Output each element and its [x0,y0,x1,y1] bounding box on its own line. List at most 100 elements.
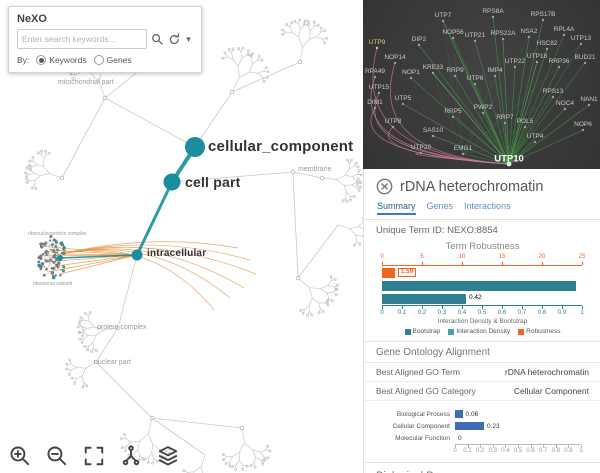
fit-to-screen-button[interactable] [82,445,106,469]
tree-node-label[interactable]: intracellular [147,248,207,259]
network-node-label[interactable]: UTP21 [464,31,486,39]
axis-tick-label: 0.4 [501,448,510,454]
tab-genes[interactable]: Genes [426,201,454,211]
reset-icon[interactable] [167,32,181,46]
close-icon[interactable] [376,178,393,195]
axis-tick-mark [480,445,482,448]
axis-tick-label: 0.2 [417,310,427,316]
ontology-node[interactable] [185,137,205,157]
axis-tick-label: 0.7 [517,310,527,316]
network-node-label[interactable]: UTP9 [368,38,386,46]
axis-tick-mark [467,445,469,448]
alignment-category-label: Molecular Function [395,434,450,442]
network-node-label[interactable]: RPL4A [553,25,575,33]
tree-node-label[interactable]: cellular_component [208,138,354,155]
axis-tick-mark [382,262,383,265]
axis-tick-label: 0.2 [476,448,485,454]
network-node-label[interactable]: NOP1 [402,68,420,76]
network-node-label[interactable]: HSC82 [536,39,558,47]
tab-interactions[interactable]: Interactions [464,201,511,211]
alignment-value-label: 0.23 [486,422,500,430]
chevron-down-icon[interactable]: ▾ [186,33,191,44]
axis-tick-mark [502,262,503,265]
network-node-label[interactable]: RPS17B [530,10,556,18]
network-canvas[interactable] [363,0,600,169]
zoom-out-button[interactable] [45,445,69,469]
tree-node-label[interactable]: cell part [185,174,241,190]
network-node-label[interactable]: NSA2 [520,27,538,35]
tree-node-label[interactable]: mitochondrial part [58,79,114,86]
network-node-label[interactable]: NOP6 [574,120,592,128]
search-by-label: By: [17,55,30,65]
radio-genes-dot[interactable] [93,55,104,65]
tree-layout-button[interactable] [119,445,143,469]
axis-tick-label: 0.8 [551,448,560,454]
zoom-in-button[interactable] [8,445,32,469]
ontology-node[interactable] [163,173,181,191]
legend-label: Robustness [526,328,561,335]
tree-node-label[interactable]: nuclear part [94,359,131,366]
radio-keywords-dot[interactable] [36,55,47,65]
search-input[interactable] [17,29,147,49]
network-node-label[interactable]: UTP8 [384,117,402,125]
network-node-label[interactable]: UTP13 [570,34,592,42]
network-node-label[interactable]: RPA49 [364,67,386,75]
radio-genes[interactable]: Genes [93,55,132,65]
network-node-label[interactable]: UTP4 [526,132,544,140]
network-node-label[interactable]: UTP5 [394,94,412,102]
network-node-label[interactable]: RRP5 [444,107,462,115]
network-node-label[interactable]: POL5 [516,117,534,125]
network-node-label[interactable]: UTP18 [526,52,548,60]
axis-tick-mark [482,306,483,309]
axis-tick-mark [543,445,545,448]
network-node-label[interactable]: RRP36 [548,57,570,65]
network-node-label[interactable]: EMG1 [453,144,473,152]
network-node-label[interactable]: NOP56 [442,28,464,36]
tree-node-label[interactable]: ribonucleoprotein complex [28,231,87,237]
network-node-label[interactable]: DIM1 [367,98,383,106]
robustness-chart-title: Term Robustness [445,241,520,252]
tree-node-label[interactable]: membrane [298,166,332,173]
network-node-label[interactable]: UTP7 [434,11,452,19]
network-node-label[interactable]: NAN1 [580,95,598,103]
network-node-label[interactable]: SAS10 [422,126,444,134]
ontology-node[interactable] [131,249,143,261]
network-node-label[interactable]: BUD21 [574,53,596,61]
network-node-label[interactable]: UTP22 [504,57,526,65]
network-node-label[interactable]: UTP10 [494,153,524,165]
network-node-label[interactable]: RPS8A [482,7,504,15]
network-node-label[interactable]: NOP14 [384,53,406,61]
layers-button[interactable] [156,445,180,469]
network-node-label[interactable]: RRP7 [496,113,514,121]
axis-tick-label: 0.1 [397,310,407,316]
network-node-label[interactable]: PWP2 [473,103,493,111]
network-node-label[interactable]: RPS22A [490,29,516,37]
axis-tick-mark [518,445,519,448]
tree-node-label[interactable]: ribosomal subunit [33,281,73,287]
axis-tick-mark [402,306,403,309]
alignment-bar-wrap: 0.23 [455,422,581,430]
axis-tick-label: 1 [580,310,584,316]
network-node-label[interactable]: UTP6 [466,74,484,82]
search-icon[interactable] [150,32,164,46]
legend-item: Bootstrap [404,328,440,335]
go-row-label: Best Aligned GO Term [376,367,460,377]
network-node-label[interactable]: NOC4 [555,99,575,107]
axis-tick-label: 10 [458,254,466,260]
network-node-label[interactable]: RRP9 [446,66,464,74]
tree-node-label[interactable]: protein complex [97,324,147,331]
tab-summary[interactable]: Summary [377,201,416,215]
network-node-label[interactable]: UTP20 [410,143,432,151]
network-node-label[interactable]: DIP2 [411,35,427,43]
network-node-label[interactable]: KRE33 [422,63,444,71]
radio-keywords[interactable]: Keywords [36,55,87,65]
network-node-label[interactable]: RPS13 [542,87,564,95]
bar-value-label: 1.59 [397,268,417,277]
network-node-label[interactable]: UTP15 [368,83,390,91]
network-node-label[interactable]: IMP4 [487,66,503,74]
ontology-node[interactable] [57,255,63,261]
